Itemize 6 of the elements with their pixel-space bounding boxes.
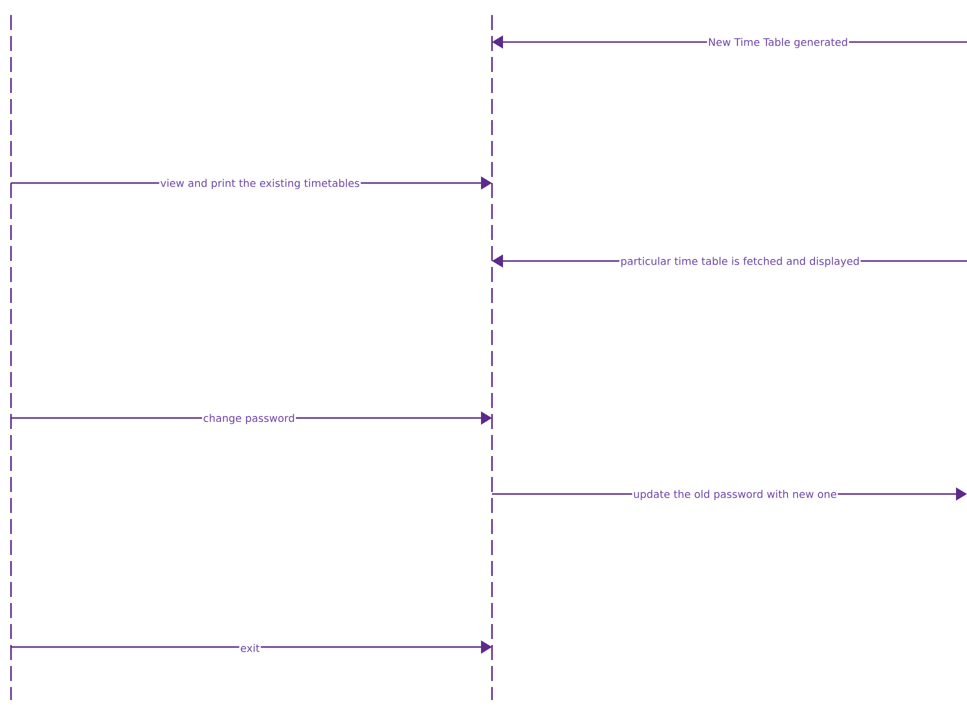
edge-label: view and print the existing timetables bbox=[159, 178, 361, 190]
edge-label: update the old password with new one bbox=[632, 488, 838, 502]
edge-label: particular time table is fetched and displayed bbox=[619, 256, 861, 268]
edge-label: exit bbox=[239, 642, 261, 654]
edge-label: change password bbox=[202, 412, 296, 426]
edge-label: New Time Table generated bbox=[707, 36, 849, 50]
